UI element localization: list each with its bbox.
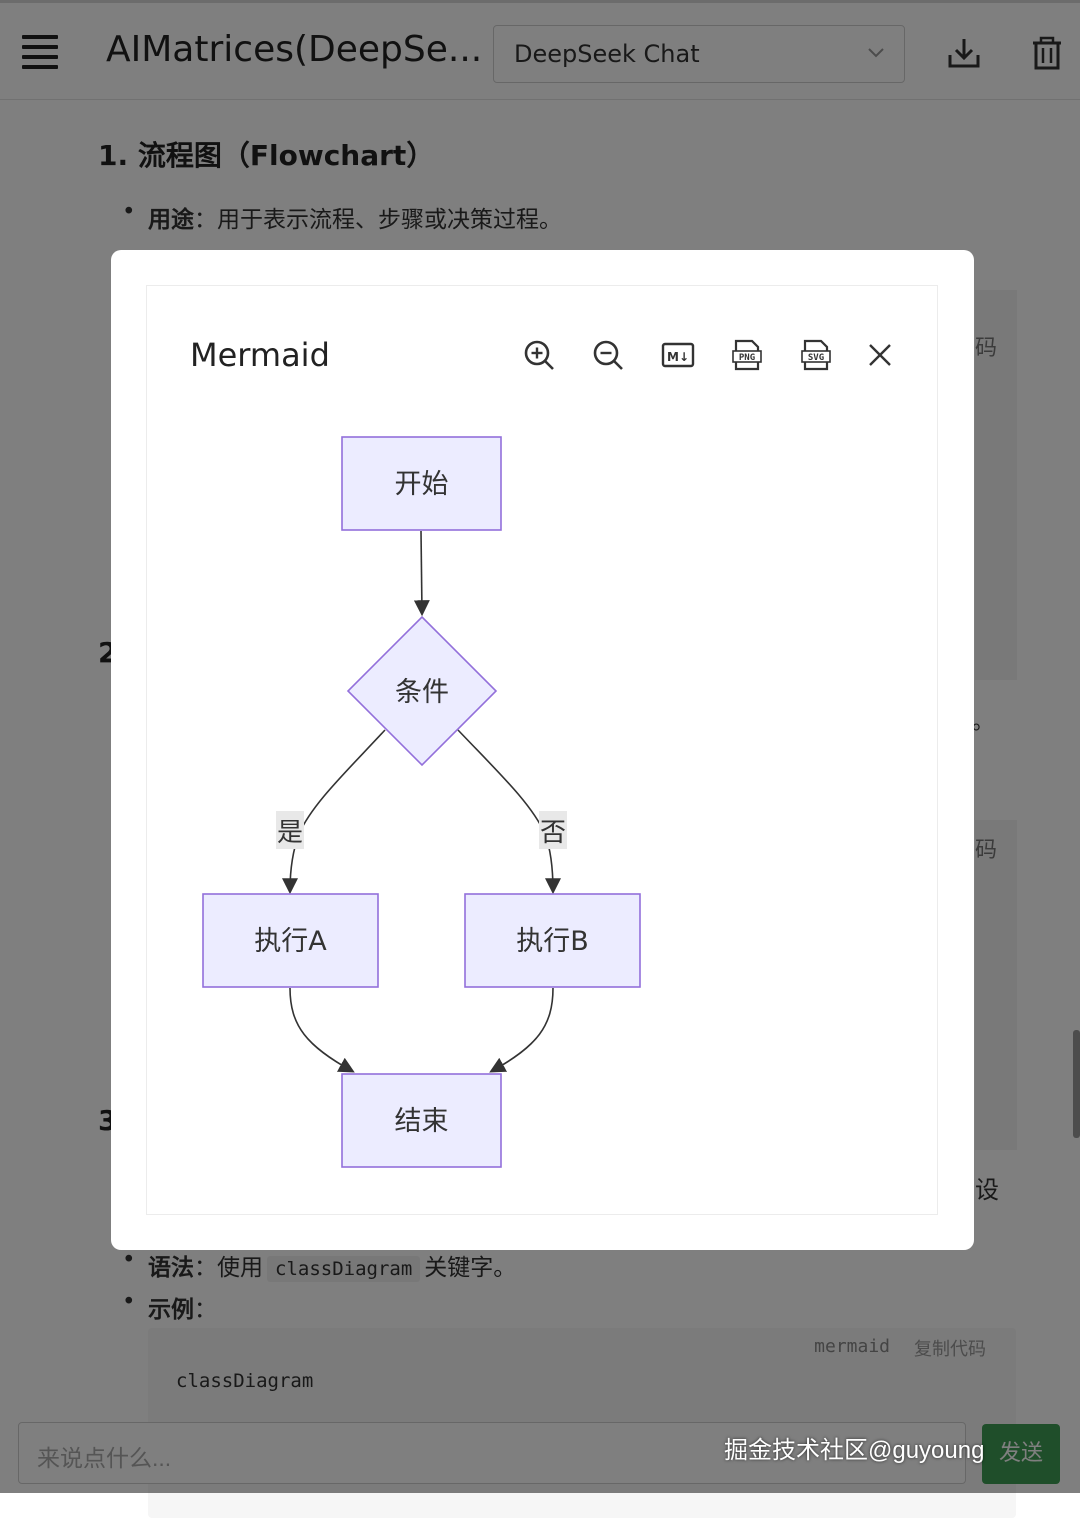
modal-content-frame: Mermaid M↓ PNG SVG <box>146 285 938 1215</box>
zoom-in-icon[interactable] <box>522 338 556 372</box>
edge-label-yes: 是 <box>277 818 303 848</box>
edge-start-condition <box>413 530 430 617</box>
mermaid-modal: Mermaid M↓ PNG SVG <box>111 250 974 1250</box>
node-condition-label: 条件 <box>395 677 449 708</box>
node-condition <box>346 615 498 767</box>
edge-condition-exec-a <box>282 729 386 895</box>
svg-icon-label: SVG <box>808 353 824 363</box>
node-end <box>341 1073 502 1168</box>
node-exec-a <box>202 893 379 988</box>
png-icon-label: PNG <box>739 353 755 363</box>
node-start-label: 开始 <box>395 469 449 500</box>
watermark: 掘金技术社区@guyoung <box>724 1437 985 1464</box>
node-exec-a-label: 执行A <box>254 926 327 957</box>
edge-condition-exec-b <box>457 729 561 895</box>
node-exec-b-label: 执行B <box>516 926 589 957</box>
edge-label-bg <box>276 811 304 849</box>
modal-title: Mermaid <box>190 336 330 374</box>
close-icon[interactable] <box>863 338 897 372</box>
zoom-out-icon[interactable] <box>591 338 625 372</box>
markdown-icon-label: M↓ <box>667 350 689 364</box>
png-icon[interactable]: PNG <box>730 338 764 372</box>
edge-exec-a-end <box>289 987 355 1073</box>
node-start <box>341 436 502 531</box>
node-end-label: 结束 <box>395 1106 449 1137</box>
svg-icon[interactable]: SVG <box>799 338 833 372</box>
node-exec-b <box>464 893 641 988</box>
markdown-icon[interactable]: M↓ <box>661 338 695 372</box>
flowchart-diagram: 是 否 开始 条件 执行A 执行B 结束 <box>202 436 641 1168</box>
edge-exec-b-end <box>489 987 554 1073</box>
edge-label-no: 否 <box>540 818 566 848</box>
edge-label-bg <box>539 811 567 849</box>
